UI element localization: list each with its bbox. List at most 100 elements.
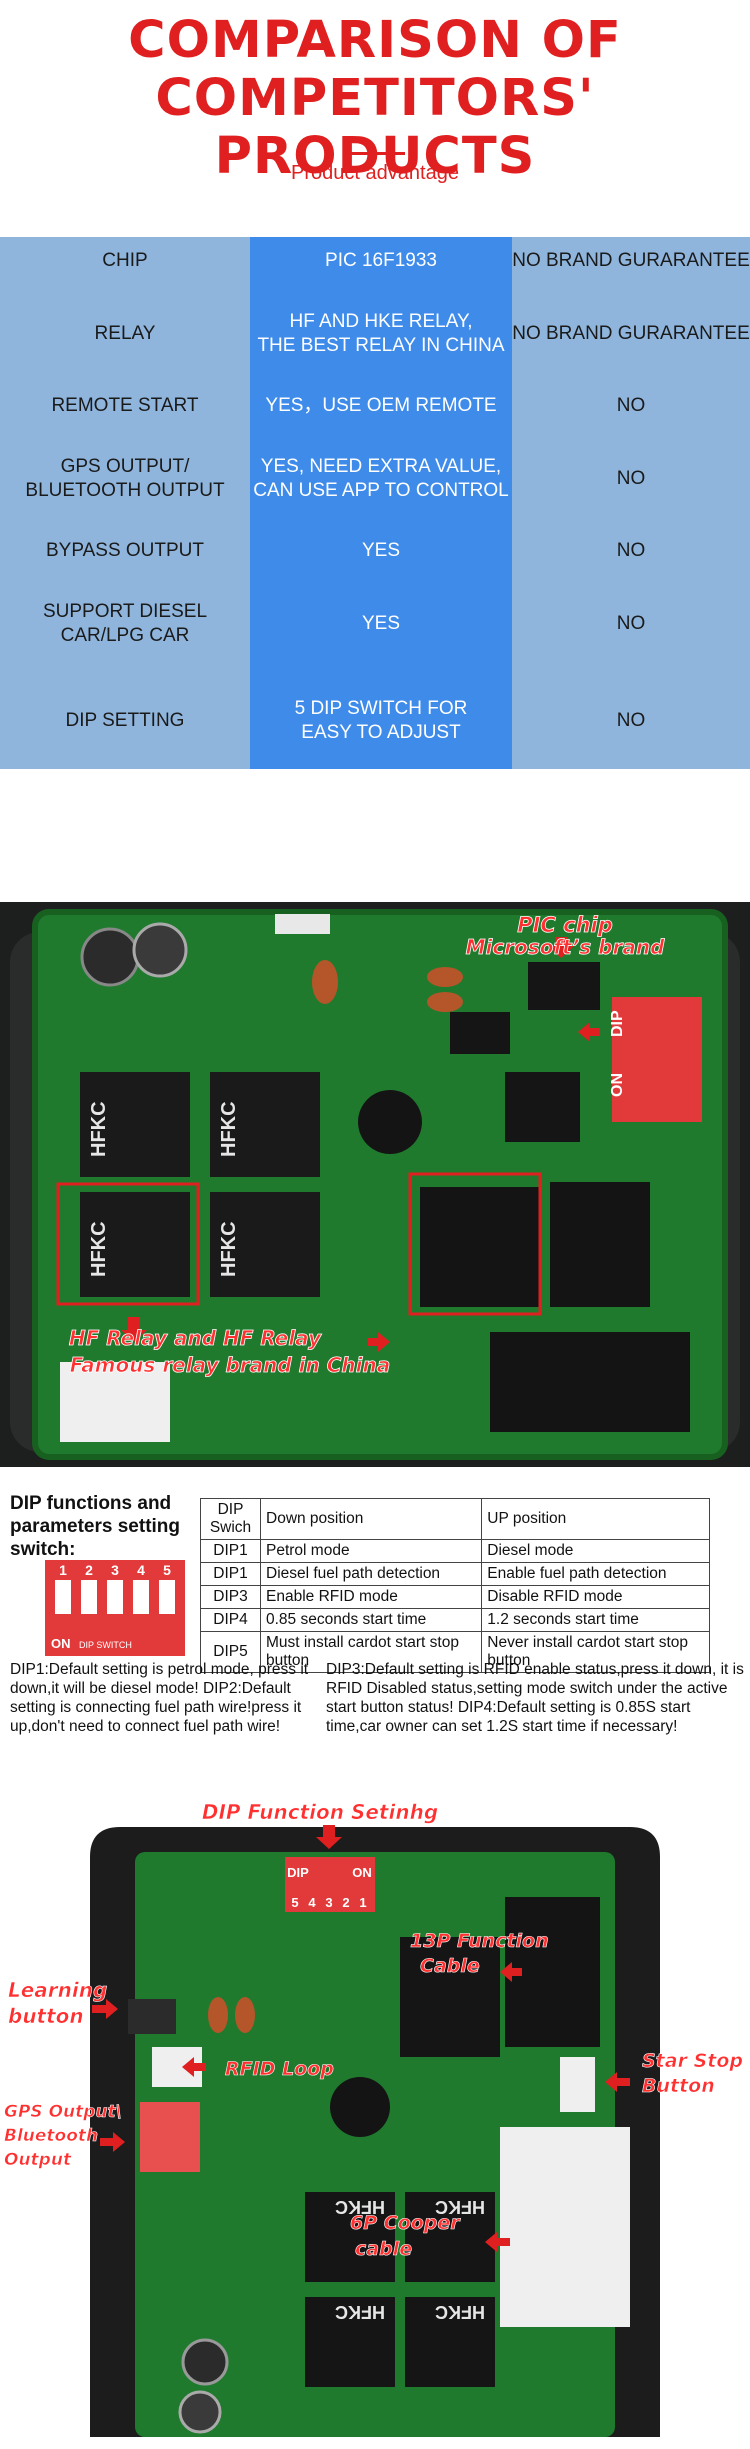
relay2-mark-1: HFKC xyxy=(335,2197,385,2217)
label-star-2: Button xyxy=(642,2075,715,2097)
title-divider xyxy=(345,152,405,155)
dip-num-5: 5 xyxy=(163,1562,171,1578)
dip-table-cell: Disable RFID mode xyxy=(481,1585,710,1609)
dip-table-cell: Petrol mode xyxy=(259,1539,483,1563)
competitor-cell: NO xyxy=(512,430,750,528)
label-microsoft-brand: Microsoft’s brand xyxy=(466,935,666,959)
pcb-photo-chip-relay: HFKC HFKC HFKC HFKC PIC chip Microsoft’s… xyxy=(0,902,750,1467)
competitor-cell: NO xyxy=(512,527,750,576)
dip-table-cell: Enable fuel path detection xyxy=(481,1562,710,1586)
feature-cell: CHIP xyxy=(0,237,250,286)
dip-table-header-cell: Down position xyxy=(259,1498,483,1540)
dip-heading: DIP functions and parameters setting swi… xyxy=(10,1493,181,1560)
our-product-cell: YES xyxy=(250,527,512,576)
dip-on-label: ON xyxy=(51,1636,71,1651)
module-photo-labeled: HFKC HFKC HFKC HFKC 5 4 3 2 1 ON DIP xyxy=(0,1797,750,2449)
page-subtitle: Product advantage xyxy=(291,162,459,184)
label-gps-2: Bluetooth xyxy=(4,2126,98,2146)
p2-dip-mark: DIP xyxy=(287,1865,309,1880)
label-star-1: Star Stop xyxy=(642,2050,743,2072)
dip-table-cell: DIP3 xyxy=(200,1585,261,1609)
relay2-mark-2: HFKC xyxy=(435,2197,485,2217)
label-pic-chip: PIC chip xyxy=(517,913,613,937)
label-hf-relay: HF Relay and HF Relay xyxy=(69,1326,322,1350)
label-6p-2: cable xyxy=(355,2238,412,2260)
feature-cell: GPS OUTPUT/ BLUETOOTH OUTPUT xyxy=(0,430,250,528)
label-rfid: RFID Loop xyxy=(225,2058,334,2080)
dip-num-2: 2 xyxy=(85,1562,93,1578)
dip-switch-caption: DIP SWITCH xyxy=(79,1640,132,1650)
feature-cell: SUPPORT DIESEL CAR/LPG CAR xyxy=(0,575,250,673)
dip-table-cell: Diesel mode xyxy=(481,1539,710,1563)
relay-mark-1: HFKC xyxy=(88,1101,110,1157)
dip-table-cell: DIP1 xyxy=(200,1562,261,1586)
competitor-cell: NO xyxy=(512,575,750,673)
dip-table-cell: Enable RFID mode xyxy=(259,1585,483,1609)
dip-notes-right: DIP3:Default setting is RFID enable stat… xyxy=(326,1661,744,1735)
relay2-mark-3: HFKC xyxy=(335,2302,385,2322)
label-learning-2: button xyxy=(8,2004,84,2028)
dip-on-text: ON xyxy=(609,1073,626,1097)
competitor-cell: NO xyxy=(512,382,750,431)
p2-dip-on: ON xyxy=(352,1865,372,1880)
dip-table-header-cell: UP position xyxy=(481,1498,710,1540)
relay-mark-2: HFKC xyxy=(218,1101,240,1157)
title-line-1: COMPARISON OF xyxy=(128,11,622,70)
relay-mark-3: HFKC xyxy=(88,1221,110,1277)
feature-cell: REMOTE START xyxy=(0,382,250,431)
title-line-2: COMPETITORS' PRODUCTS xyxy=(155,69,595,186)
dip-table-cell: 0.85 seconds start time xyxy=(259,1608,483,1632)
page-title: COMPARISON OF COMPETITORS' PRODUCTS xyxy=(0,12,750,186)
our-product-cell: PIC 16F1933 xyxy=(250,237,512,286)
dip-table-cell: DIP1 xyxy=(200,1539,261,1563)
relay-marks-1: HFKC HFKC HFKC HFKC xyxy=(80,1072,320,1297)
dip-switch-illustration: 1 2 3 4 5 ON DIP SWITCH xyxy=(45,1560,185,1656)
feature-cell: BYPASS OUTPUT xyxy=(0,527,250,576)
dip-table-cell: Must install cardot start stop button xyxy=(259,1631,483,1673)
dip-table-cell: DIP5 xyxy=(200,1631,261,1673)
dip-num-1: 1 xyxy=(59,1562,67,1578)
relay2-mark-4: HFKC xyxy=(435,2302,485,2322)
dip-mark-text: DIP xyxy=(609,1010,626,1037)
dip-num-3: 3 xyxy=(111,1562,119,1578)
relay-mark-4: HFKC xyxy=(218,1221,240,1277)
hero-header: COMPARISON OF COMPETITORS' PRODUCTS Prod… xyxy=(0,0,750,235)
p2-dip-num-3: 3 xyxy=(325,1895,332,1910)
our-product-cell: YES，USE OEM REMOTE xyxy=(250,382,512,431)
competitor-cell: NO xyxy=(512,672,750,769)
dip-notes-left: DIP1:Default setting is petrol mode, pre… xyxy=(10,1661,309,1735)
feature-cell: DIP SETTING xyxy=(0,672,250,769)
label-13p-1: 13P Function xyxy=(410,1930,549,1952)
dip-table-cell: Diesel fuel path detection xyxy=(259,1562,483,1586)
our-product-cell: YES, NEED EXTRA VALUE, CAN USE APP TO CO… xyxy=(250,430,512,528)
p2-dip-num-5: 5 xyxy=(291,1895,298,1910)
label-learning-1: Learning xyxy=(8,1978,107,2002)
label-famous-relay: Famous relay brand in China xyxy=(70,1353,390,1377)
label-gps-1: GPS Output\ xyxy=(4,2102,122,2122)
p2-dip-num-4: 4 xyxy=(308,1895,316,1910)
label-13p-2: Cable xyxy=(420,1955,480,1977)
label-6p-1: 6P Cooper xyxy=(350,2212,461,2234)
our-product-cell: YES xyxy=(250,575,512,673)
our-product-cell: 5 DIP SWITCH FOR EASY TO ADJUST xyxy=(250,672,512,769)
competitor-cell: NO BRAND GURARANTEE xyxy=(512,237,750,286)
dip-table-cell: DIP4 xyxy=(200,1608,261,1632)
dip-table-header-cell: DIP Swich xyxy=(200,1498,261,1540)
dip-table-cell: 1.2 seconds start time xyxy=(481,1608,710,1632)
competitor-cell: NO BRAND GURARANTEE xyxy=(512,285,750,383)
p2-dip-num-2: 2 xyxy=(342,1895,349,1910)
